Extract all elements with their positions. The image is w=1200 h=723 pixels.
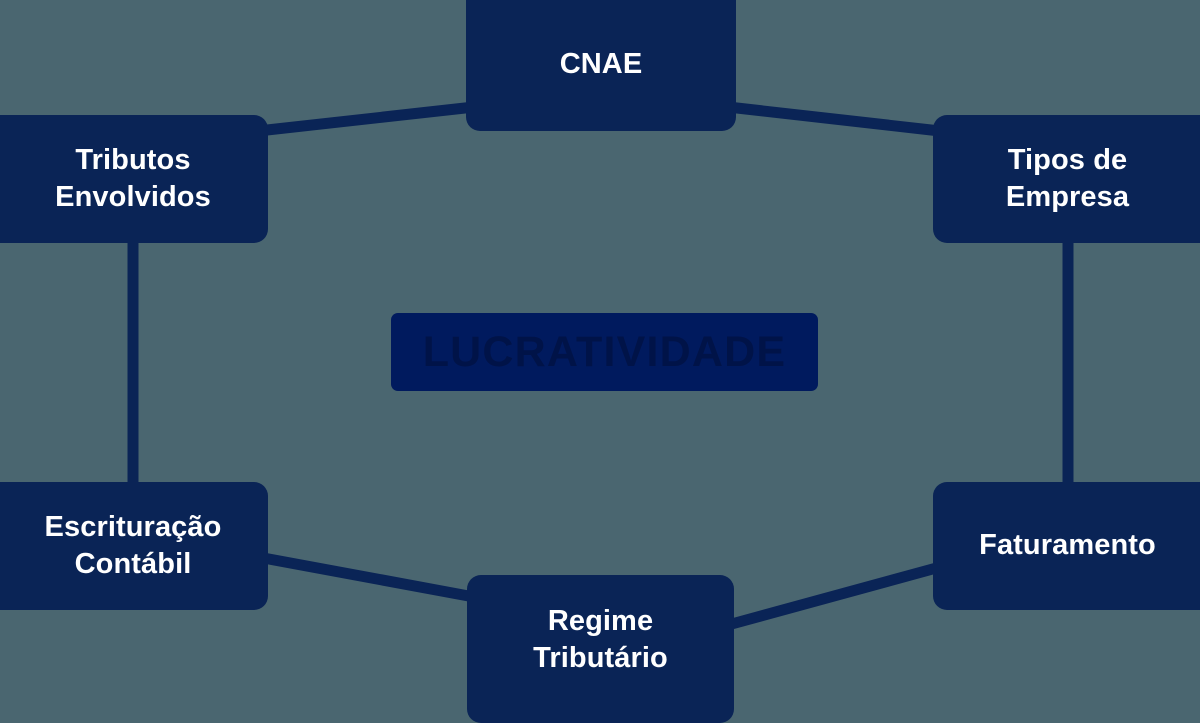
node-tributos-envolvidos[interactable]: Tributos Envolvidos [0, 115, 268, 243]
node-escrituracao-contabil-label: Escrituração Contábil [44, 510, 222, 580]
node-escrituracao-contabil[interactable]: Escrituração Contábil [0, 482, 268, 610]
connector-tributos-cnae [257, 101, 475, 137]
node-regime-tributario-label: Regime Tributário [533, 604, 668, 674]
node-tipos-de-empresa-label: Tipos de Empresa [1005, 143, 1130, 213]
connector-layer [127, 101, 1074, 631]
node-regime-tributario[interactable]: Regime Tributário [467, 575, 734, 723]
node-cnae[interactable]: CNAE [466, 0, 736, 131]
node-tipos-de-empresa[interactable]: Tipos de Empresa [933, 115, 1200, 243]
connector-regime-escrituracao [256, 551, 476, 603]
node-tributos-envolvidos-label: Tributos Envolvidos [55, 143, 211, 213]
connector-faturamento-regime [726, 561, 942, 631]
center-node-label: LUCRATIVIDADE [422, 327, 787, 376]
center-node-lucratividade[interactable]: LUCRATIVIDADE [391, 313, 818, 391]
connector-cnae-tipos [727, 101, 941, 137]
node-faturamento-label: Faturamento [979, 529, 1156, 562]
node-cnae-label: CNAE [559, 47, 643, 80]
node-faturamento[interactable]: Faturamento [933, 482, 1200, 610]
